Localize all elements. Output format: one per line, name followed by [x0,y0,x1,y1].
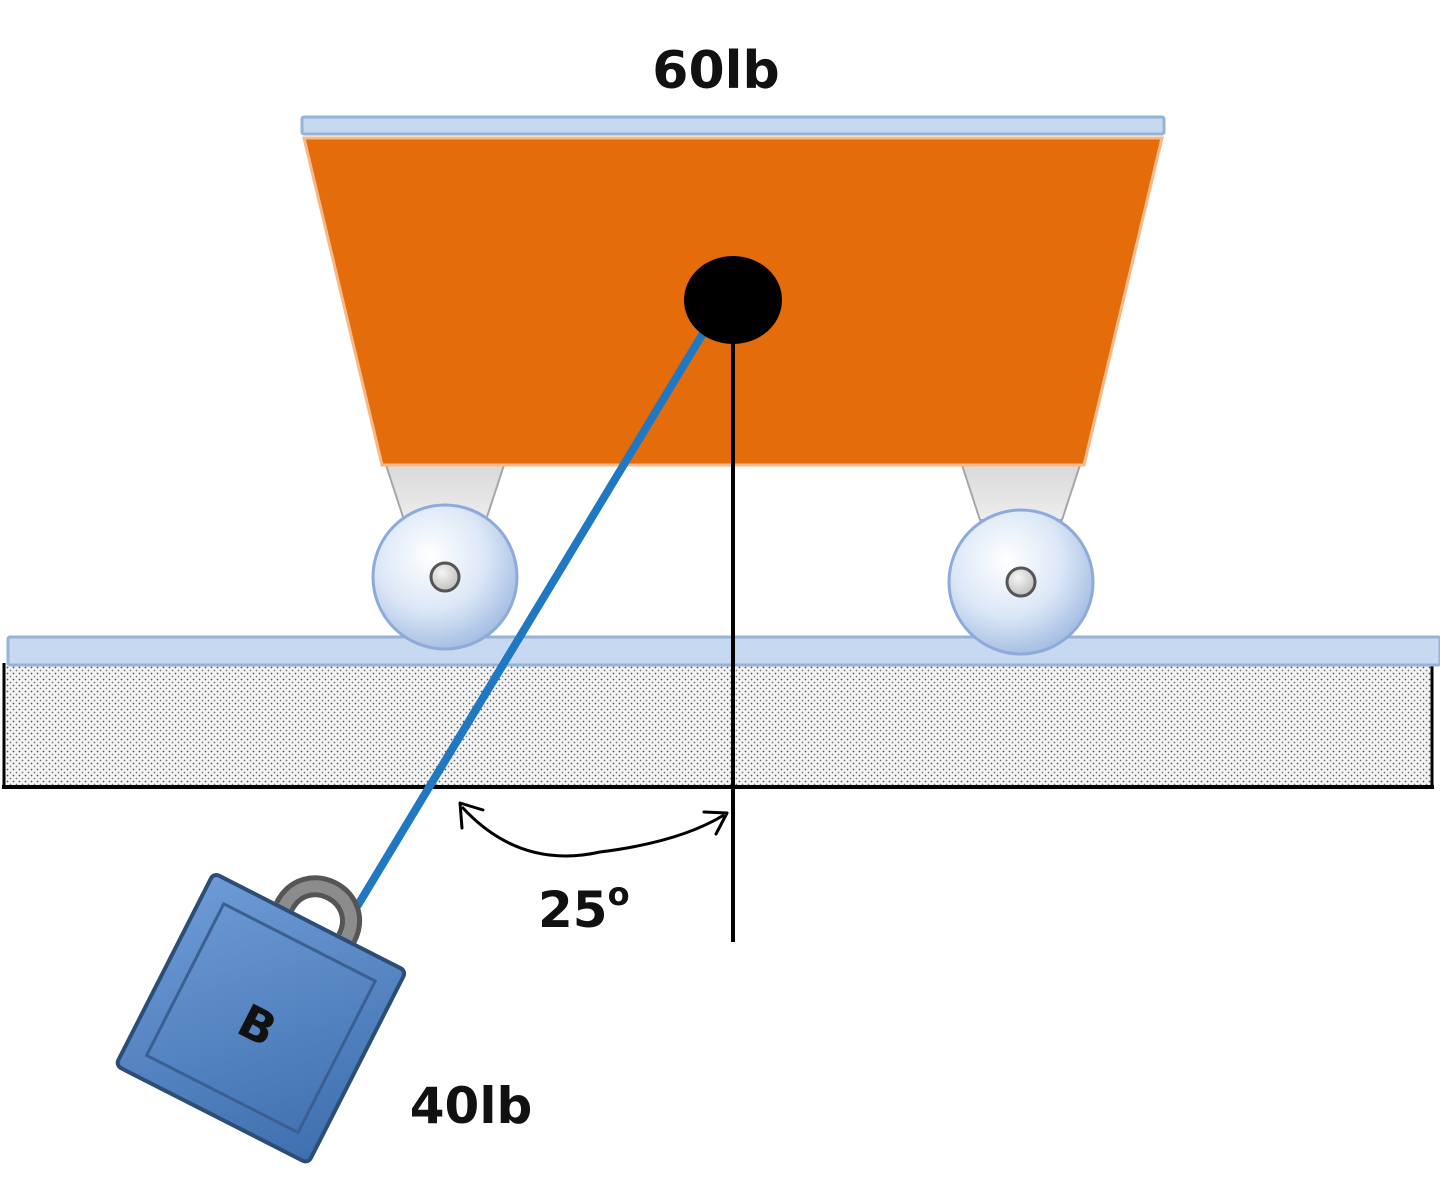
angle-arc [458,801,729,858]
angle-label: 25o [538,875,630,939]
angle-degree-symbol: o [608,875,630,913]
ground [2,663,1434,789]
pivot-point [684,256,782,344]
cart-weight-label: 60lb [652,41,779,101]
block-b: B [115,873,407,1164]
ground-fill [4,663,1432,786]
block-body [115,873,407,1164]
cart-top-plate [300,115,1166,136]
left-wheel [371,503,519,651]
track-rail [6,635,1440,667]
right-wheel-hub [1005,566,1037,598]
block-inner-frame [144,901,378,1135]
angle-arrowhead-left [458,801,485,830]
left-wheel-hub [429,561,461,593]
angle-arrowhead-right [702,810,729,836]
angle-value: 25 [538,881,608,939]
block-weight-label: 40lb [410,1077,533,1135]
rope [354,326,709,909]
right-wheel [947,508,1095,656]
